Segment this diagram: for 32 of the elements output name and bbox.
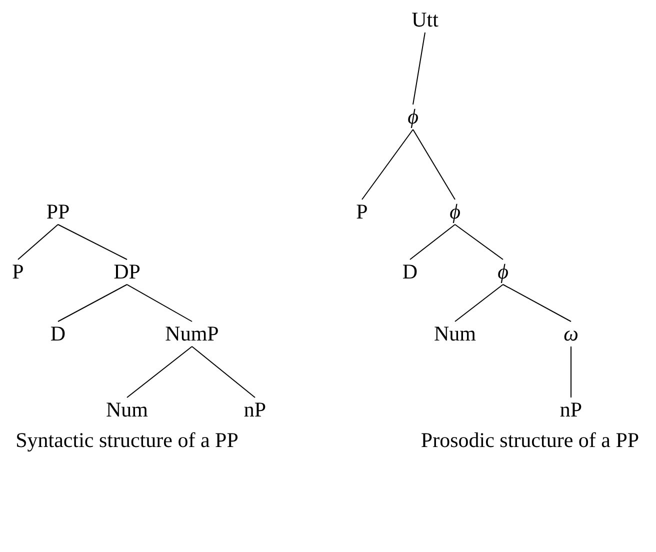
tree-branch: [58, 224, 128, 260]
tree-branch: [18, 224, 58, 260]
tree-node-label: P: [11, 260, 25, 284]
tree-node-label: D: [401, 260, 419, 284]
tree-branch: [502, 284, 572, 322]
tree-branch: [126, 284, 192, 322]
tree-branch: [412, 32, 426, 105]
tree-branch: [570, 346, 572, 398]
tree-node-label: Num: [433, 322, 477, 346]
tree-node-label: D: [49, 322, 67, 346]
tree-node-label: nP: [558, 398, 584, 422]
tree-node-label: P: [355, 200, 369, 224]
tree-caption: Syntactic structure of a PP: [16, 428, 238, 453]
tree-branch: [410, 224, 456, 260]
tree-node-label: Num: [105, 398, 149, 422]
tree-branch: [126, 346, 192, 398]
tree-branch: [192, 346, 256, 398]
tree-node-label: nP: [242, 398, 268, 422]
tree-node-label: DP: [112, 260, 142, 284]
tree-branch: [362, 129, 414, 200]
tree-node-label: NumP: [164, 322, 220, 346]
tree-branch: [454, 284, 504, 322]
tree-branch: [454, 224, 504, 260]
tree-node-label: ϕ: [448, 200, 462, 224]
tree-node-label: PP: [45, 200, 71, 224]
tree-node-label: ω: [562, 322, 580, 346]
tree-node-label: ϕ: [496, 260, 510, 284]
tree-node-label: ϕ: [406, 104, 420, 130]
tree-node-label: Utt: [410, 8, 440, 32]
tree-branch: [412, 129, 456, 200]
tree-branch: [58, 284, 128, 322]
tree-caption: Prosodic structure of a PP: [420, 428, 640, 453]
